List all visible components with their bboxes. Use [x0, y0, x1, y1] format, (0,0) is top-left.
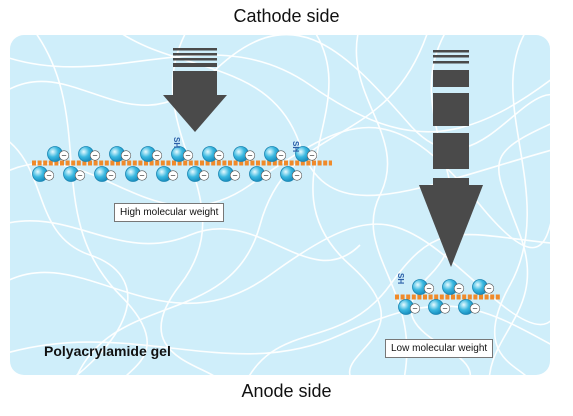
negative-charge: − — [247, 151, 252, 161]
charge-circle — [89, 150, 101, 161]
charge-circle — [439, 303, 451, 314]
charge-circle — [182, 150, 194, 161]
charge-circle — [120, 150, 132, 161]
anode-side-label: Anode side — [241, 381, 332, 401]
negative-charge: − — [46, 171, 51, 181]
charge-circle — [409, 303, 421, 314]
charge-circle — [483, 283, 495, 294]
charge-circle — [306, 150, 318, 161]
negative-charge: − — [309, 151, 314, 161]
charge-circle — [213, 150, 225, 161]
negative-charge: − — [123, 151, 128, 161]
charge-circle — [58, 150, 70, 161]
charge-circle — [453, 283, 465, 294]
charge-circle — [167, 170, 179, 181]
negative-charge: − — [201, 171, 206, 181]
negative-charge: − — [278, 151, 283, 161]
sh-group-label: SH — [291, 141, 300, 152]
charge-circle — [469, 303, 481, 314]
polyacrylamide-gel-label: Polyacrylamide gel — [44, 343, 171, 359]
charge-circle — [198, 170, 210, 181]
charge-circle — [275, 150, 287, 161]
negative-charge: − — [108, 171, 113, 181]
low-molecular-weight-label: Low molecular weight — [385, 339, 494, 358]
negative-charge: − — [294, 171, 299, 181]
negative-charge: − — [170, 171, 175, 181]
negative-charge: − — [139, 171, 144, 181]
high-mw-arrow — [163, 48, 227, 132]
sh-group-label: SH — [172, 137, 181, 148]
charge-circle — [244, 150, 256, 161]
charge-circle — [105, 170, 117, 181]
cathode-side-label: Cathode side — [233, 6, 340, 26]
negative-charge: − — [154, 151, 159, 161]
low-mw-protein: −−−−−−SH — [395, 273, 500, 315]
negative-charge: − — [263, 171, 268, 181]
negative-charge: − — [456, 284, 461, 294]
charge-circle — [151, 150, 163, 161]
negative-charge: − — [426, 284, 431, 294]
charge-circle — [136, 170, 148, 181]
negative-charge: − — [232, 171, 237, 181]
low-mw-arrow — [419, 50, 483, 267]
negative-charge: − — [77, 171, 82, 181]
negative-charge: − — [442, 304, 447, 314]
charge-circle — [74, 170, 86, 181]
negative-charge: − — [216, 151, 221, 161]
charge-circle — [260, 170, 272, 181]
negative-charge: − — [472, 304, 477, 314]
negative-charge: − — [92, 151, 97, 161]
high-molecular-weight-label: High molecular weight — [114, 203, 225, 222]
negative-charge: − — [61, 151, 66, 161]
negative-charge: − — [486, 284, 491, 294]
charge-circle — [43, 170, 55, 181]
charge-circle — [423, 283, 435, 294]
charge-circle — [291, 170, 303, 181]
sh-group-label: SH — [396, 273, 405, 284]
negative-charge: − — [185, 151, 190, 161]
negative-charge: − — [412, 304, 417, 314]
charge-circle — [229, 170, 241, 181]
